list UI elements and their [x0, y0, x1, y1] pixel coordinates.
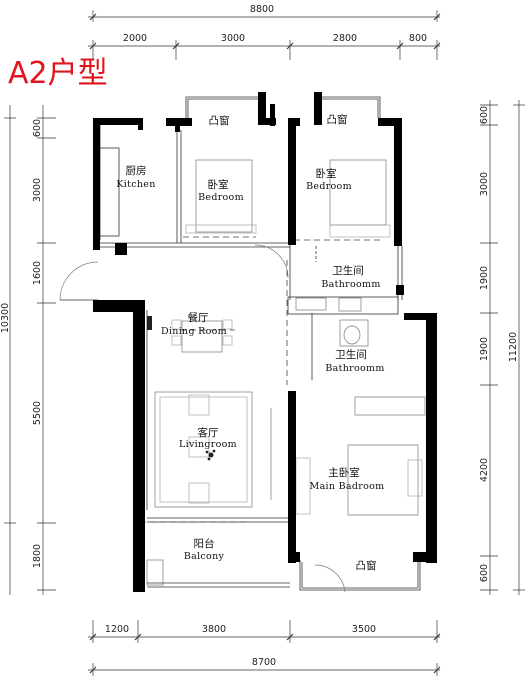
dim-right-6: 600: [479, 564, 490, 582]
dim-top-total: 8800: [250, 4, 274, 15]
label-bedroom2-en: Bedroom: [306, 181, 352, 192]
label-dining-en: Dining Room: [161, 326, 227, 337]
dim-right-3: 1900: [479, 266, 490, 290]
label-dining-zh: 餐厅: [188, 311, 209, 324]
plan-title: A2户型: [8, 56, 108, 91]
label-living-en: Livingroom: [179, 439, 237, 450]
dim-right-total: 11200: [508, 332, 519, 362]
dim-top-4: 800: [409, 33, 427, 44]
label-bathroom2-zh: 卫生间: [335, 348, 367, 361]
dim-right-4: 1900: [479, 337, 490, 361]
dim-bottom-2: 3800: [202, 624, 226, 635]
dim-top-2: 3000: [221, 33, 245, 44]
label-bathroom1-zh: 卫生间: [332, 264, 364, 277]
walls: [93, 92, 437, 592]
fixtures: [147, 316, 216, 461]
dim-right-5: 4200: [479, 458, 490, 482]
label-bay-window-2: 凸窗: [327, 113, 348, 126]
dim-right-1: 600: [479, 106, 490, 124]
dim-left-5: 1800: [32, 544, 43, 568]
label-bedroom1-en: Bedroom: [198, 192, 244, 203]
label-bay-window-3: 凸窗: [356, 559, 377, 572]
dim-bottom-1: 1200: [105, 624, 129, 635]
dim-right-2: 3000: [479, 172, 490, 196]
label-living-zh: 客厅: [198, 426, 219, 439]
dim-top-3: 2800: [333, 33, 357, 44]
label-balcony-en: Balcony: [184, 551, 225, 562]
label-bay-window-1: 凸窗: [209, 114, 230, 127]
dim-bottom-total: 8700: [252, 657, 276, 668]
label-master-en: Main Badroom: [310, 481, 385, 492]
dimension-labels: 8800 2000 3000 2800 800 1200 3800 3500 8…: [0, 4, 519, 668]
room-labels: 厨房 Kitchen 凸窗 卧室 Bedroom 凸窗 卧室 Bedroom 卫…: [116, 113, 384, 572]
dim-left-4: 5500: [32, 401, 43, 425]
label-bathroom1-en: Bathroomm: [321, 279, 380, 290]
dashed-lines: [140, 236, 380, 523]
label-bedroom1-zh: 卧室: [208, 178, 229, 191]
dimension-lines: [4, 10, 525, 676]
dim-left-1: 600: [32, 119, 43, 137]
label-bedroom2-zh: 卧室: [316, 167, 337, 180]
label-bathroom2-en: Bathroomm: [325, 363, 384, 374]
dim-left-2: 3000: [32, 178, 43, 202]
label-balcony-zh: 阳台: [194, 537, 215, 550]
thin-lines: [59, 96, 426, 593]
dim-left-3: 1600: [32, 261, 43, 285]
label-kitchen-en: Kitchen: [116, 179, 155, 190]
label-kitchen-zh: 厨房: [126, 164, 147, 177]
dim-top-1: 2000: [123, 33, 147, 44]
dim-bottom-3: 3500: [352, 624, 376, 635]
label-master-zh: 主卧室: [328, 466, 360, 479]
dim-left-total: 10300: [0, 303, 11, 333]
